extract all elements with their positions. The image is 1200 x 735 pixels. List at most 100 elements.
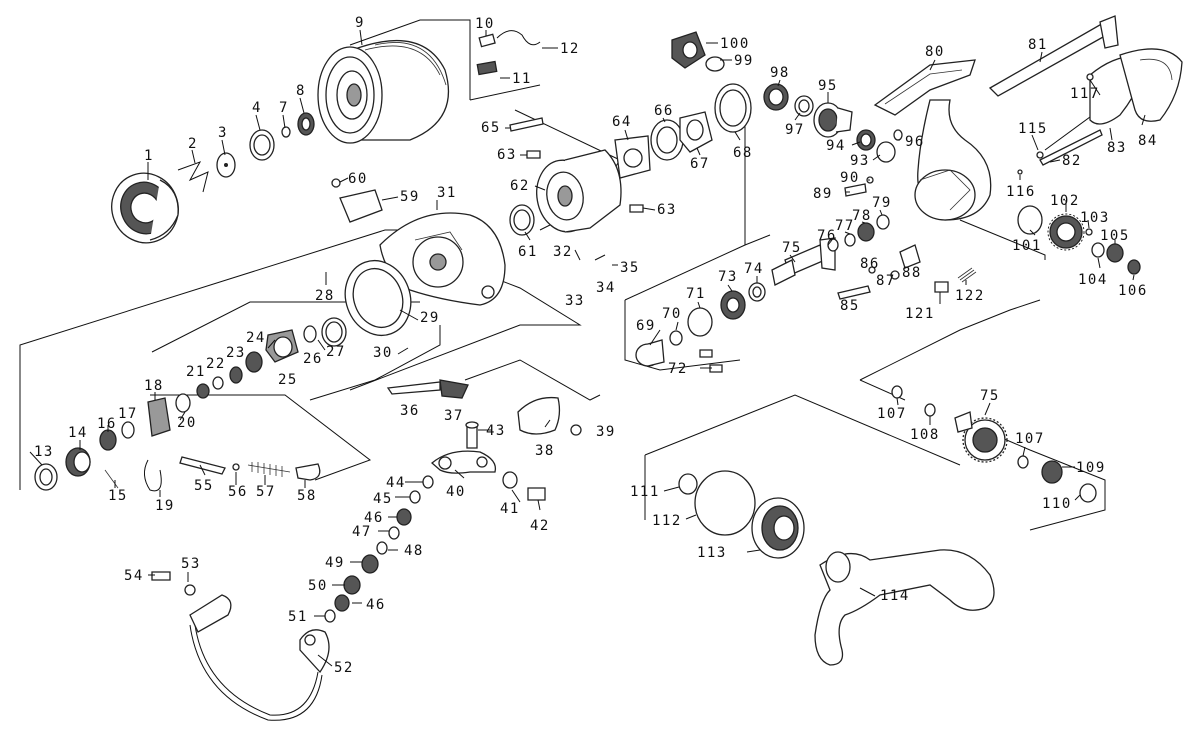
- label-46a: 46: [364, 510, 384, 526]
- label-80: 80: [925, 44, 945, 60]
- part-bail-wire-52: [151, 571, 330, 721]
- label-86: 86: [860, 256, 880, 272]
- label-113: 113: [697, 545, 727, 561]
- part-cover-83-84: [1089, 48, 1183, 125]
- label-76: 76: [817, 228, 837, 244]
- part-guard-59-60: [331, 178, 383, 223]
- part-shaft-81: [988, 15, 1119, 97]
- part-bail-arm-40: [430, 450, 497, 474]
- label-16: 16: [97, 416, 117, 432]
- label-33: 33: [565, 293, 585, 309]
- label-31: 31: [437, 185, 457, 201]
- label-13: 13: [34, 444, 54, 460]
- label-44: 44: [386, 475, 406, 491]
- label-104: 104: [1078, 272, 1108, 288]
- part-clip-10-11: [476, 33, 498, 76]
- label-65: 65: [481, 120, 501, 136]
- label-98: 98: [770, 65, 790, 81]
- label-45: 45: [373, 491, 393, 507]
- part-washer-3: [216, 152, 236, 178]
- part-gear-24-25: [265, 329, 299, 363]
- label-79: 79: [872, 195, 892, 211]
- label-100: 100: [720, 36, 750, 52]
- part-knob-113: [751, 497, 805, 559]
- label-18: 18: [144, 378, 164, 394]
- label-46b: 46: [366, 597, 386, 613]
- part-spool-cap: [111, 172, 179, 244]
- label-55: 55: [194, 478, 214, 494]
- label-22: 22: [206, 356, 226, 372]
- part-handle-114: [814, 549, 995, 666]
- label-107b: 107: [1015, 431, 1045, 447]
- label-50: 50: [308, 578, 328, 594]
- label-85: 85: [840, 298, 860, 314]
- label-68: 68: [733, 145, 753, 161]
- part-nut-67: [679, 111, 713, 153]
- label-101: 101: [1012, 238, 1042, 254]
- label-59: 59: [400, 189, 420, 205]
- part-gear-95: [813, 102, 853, 138]
- part-washers-73-79: [720, 214, 890, 320]
- label-102: 102: [1050, 193, 1080, 209]
- label-25: 25: [278, 372, 298, 388]
- part-gear-102: [1047, 213, 1085, 251]
- label-87: 87: [876, 273, 896, 289]
- label-83: 83: [1107, 140, 1127, 156]
- part-washer-stack-44-51: [324, 475, 434, 623]
- part-rotor-62: [536, 149, 622, 233]
- label-40: 40: [446, 484, 466, 500]
- label-43: 43: [486, 423, 506, 439]
- part-bearing-94: [856, 129, 876, 151]
- part-screws-63-65: [509, 117, 644, 213]
- label-81: 81: [1028, 37, 1048, 53]
- part-bushing-69-72: [635, 307, 723, 373]
- label-93: 93: [850, 153, 870, 169]
- label-96: 96: [905, 134, 925, 150]
- part-bearings-21-23: [196, 351, 263, 399]
- label-99: 99: [734, 53, 754, 69]
- label-38: 38: [535, 443, 555, 459]
- label-66: 66: [654, 103, 674, 119]
- part-plate-64: [614, 135, 651, 179]
- label-67: 67: [690, 156, 710, 172]
- label-90: 90: [840, 170, 860, 186]
- label-97: 97: [785, 122, 805, 138]
- label-121: 121: [905, 306, 935, 322]
- label-75a: 75: [782, 240, 802, 256]
- label-52: 52: [334, 660, 354, 676]
- label-115: 115: [1018, 121, 1048, 137]
- part-housing-80: [873, 59, 992, 221]
- part-gear-75b: [954, 411, 1008, 463]
- label-7: 7: [279, 100, 289, 116]
- label-95: 95: [818, 78, 838, 94]
- label-58: 58: [297, 488, 317, 504]
- label-74: 74: [744, 261, 764, 277]
- label-78: 78: [852, 208, 872, 224]
- part-washer-27: [321, 317, 347, 347]
- label-117: 117: [1070, 86, 1100, 102]
- label-27: 27: [326, 344, 346, 360]
- part-washer-61: [509, 204, 535, 236]
- label-26: 26: [303, 351, 323, 367]
- label-105: 105: [1100, 228, 1130, 244]
- label-71: 71: [686, 286, 706, 302]
- label-110: 110: [1042, 496, 1072, 512]
- part-pin-7: [281, 126, 291, 138]
- label-84: 84: [1138, 133, 1158, 149]
- label-75b: 75: [980, 388, 1000, 404]
- label-72: 72: [668, 361, 688, 377]
- label-109: 109: [1076, 460, 1106, 476]
- label-89: 89: [813, 186, 833, 202]
- label-88: 88: [902, 265, 922, 281]
- label-11: 11: [512, 71, 532, 87]
- part-bearing-8: [297, 112, 315, 136]
- label-30: 30: [373, 345, 393, 361]
- part-washer-101: [1017, 205, 1043, 235]
- label-19: 19: [155, 498, 175, 514]
- label-54: 54: [124, 568, 144, 584]
- part-oring-93-96: [876, 129, 903, 163]
- label-8: 8: [296, 83, 306, 99]
- label-36: 36: [400, 403, 420, 419]
- label-49: 49: [325, 555, 345, 571]
